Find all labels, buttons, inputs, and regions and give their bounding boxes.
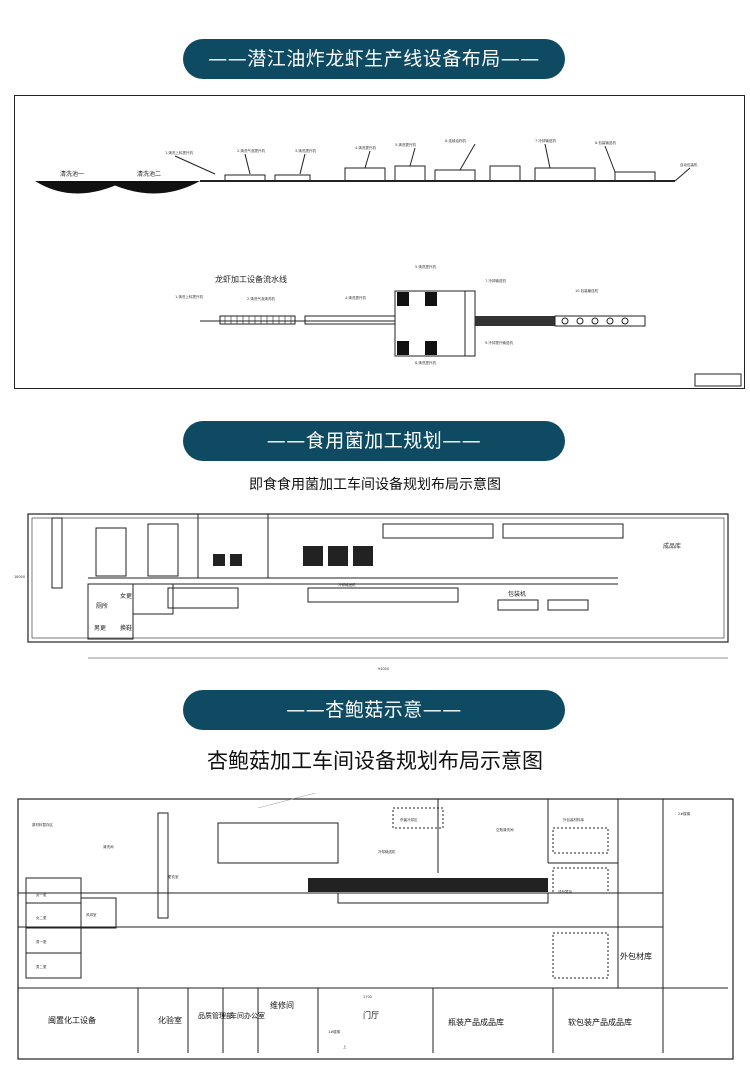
svg-text:7.冷却输送机: 7.冷却输送机	[485, 278, 506, 283]
svg-text:8.包装输送机: 8.包装输送机	[595, 140, 616, 145]
room-finished-store: 成品暂存	[558, 889, 572, 894]
svg-text:9.冷却提升输送机: 9.冷却提升输送机	[485, 340, 513, 345]
room-repair: 维修间	[270, 1000, 294, 1010]
cooling-label: 冷却输送机	[338, 582, 356, 587]
svg-text:8.清洗提升机: 8.清洗提升机	[415, 360, 436, 365]
crayfish-drawing-svg: 清洗池一 清洗池二 1.清洗上料提升机 2.清洗气泡提升机 3.清洗提升机	[35, 138, 742, 387]
room-air-dry: 空瓶清洗间	[496, 827, 514, 832]
dim-total: 1700	[363, 995, 372, 999]
dim-width: 94000	[378, 667, 389, 671]
svg-text:4.清洗提升机: 4.清洗提升机	[345, 295, 366, 300]
room-office: 车间办公室	[230, 1011, 265, 1020]
section-banner-crayfish: ——潜江油炸龙虾生产线设备布局——	[183, 39, 565, 79]
zone-cooling: 冷却输送机	[378, 849, 396, 854]
room-stair-1: 1#楼梯	[328, 1029, 341, 1034]
mushroom-drawing-svg: 厕所 女更 男更 换鞋 成品库 包装机 冷却输送机 94000 18000	[14, 513, 729, 671]
room-outer-pack: 外包材库	[620, 951, 652, 961]
svg-text:3.清洗提升机: 3.清洗提升机	[295, 148, 316, 153]
mushroom-layout-drawing: 厕所 女更 男更 换鞋 成品库 包装机 冷却输送机 94000 18000	[8, 498, 743, 680]
section-banner-king-oyster: ——杏鲍菇示意——	[183, 690, 565, 730]
zone-sterilize: 杀菌冷却区	[400, 817, 418, 822]
tank-2-label: 清洗池二	[137, 170, 161, 178]
stair-up: 上	[343, 1044, 347, 1049]
room-soft-store: 软包装产品成品库	[568, 1017, 632, 1027]
room-male-2: 男二更	[36, 964, 47, 969]
svg-text:5.清洗提升机: 5.清洗提升机	[395, 142, 416, 147]
room-shoe: 换鞋	[120, 624, 132, 632]
dim-height: 18000	[14, 575, 25, 579]
room-dressing: 更衣室	[168, 874, 179, 879]
king-oyster-layout-drawing: 女一更 女二更 男一更 男二更 风淋室 原材料暂存区 清洗间 更衣室 杀菌冷却区…	[8, 752, 743, 1083]
king-oyster-drawing-svg: 女一更 女二更 男一更 男二更 风淋室 原材料暂存区 清洗间 更衣室 杀菌冷却区…	[17, 752, 734, 1060]
svg-text:2.清洗气泡提升机: 2.清洗气泡提升机	[237, 148, 265, 153]
room-raw-store: 原材料暂存区	[32, 822, 53, 827]
svg-text:4.清洗提升机: 4.清洗提升机	[355, 145, 376, 150]
svg-text:5.清洗提升机: 5.清洗提升机	[415, 264, 436, 269]
crayfish-line-label: 龙虾加工设备流水线	[215, 274, 287, 284]
svg-text:1.清洗上料提升机: 1.清洗上料提升机	[175, 294, 203, 299]
room-men: 男更	[94, 625, 106, 632]
room-hall: 门厅	[363, 1010, 379, 1020]
room-washroom: 清洗间	[103, 844, 114, 849]
tank-2	[105, 181, 200, 194]
room-stair-2: 2#楼梯	[678, 811, 691, 816]
room-female-1: 女一更	[36, 892, 47, 897]
tank-1	[35, 181, 125, 194]
room-female-2: 女二更	[36, 915, 47, 920]
svg-text:1.清洗上料提升机: 1.清洗上料提升机	[165, 150, 193, 155]
svg-text:7.冷却输送机: 7.冷却输送机	[535, 138, 556, 143]
room-quality: 品质管理部	[198, 1011, 233, 1020]
room-women: 女更	[120, 592, 132, 600]
tank-1-label: 清洗池一	[60, 170, 84, 178]
room-bottle-store: 瓶装产品成品库	[448, 1017, 504, 1027]
svg-text:6.连续油炸机: 6.连续油炸机	[445, 138, 466, 143]
svg-text:10.包装输送机: 10.包装输送机	[575, 288, 599, 293]
king-oyster-caption: 杏鲍菇加工车间设备规划布局示意图	[207, 749, 543, 773]
room-wind-shower: 风淋室	[86, 912, 97, 917]
packing-label: 包装机	[508, 590, 526, 598]
mushroom-caption: 即食食用菌加工车间设备规划布局示意图	[249, 477, 501, 493]
svg-text:2.清洗气泡清洗机: 2.清洗气泡清洗机	[247, 296, 275, 301]
room-chemical: 闽置化工设备	[48, 1015, 96, 1025]
room-lab: 化验室	[158, 1015, 182, 1025]
crayfish-layout-drawing: 清洗池一 清洗池二 1.清洗上料提升机 2.清洗气泡提升机 3.清洗提升机	[14, 95, 745, 389]
room-product-store: 成品库	[663, 542, 681, 550]
section-banner-mushroom: ——食用菌加工规划——	[183, 421, 565, 461]
room-outer-store: 外包装材料库	[563, 817, 584, 822]
svg-text:自动包装机: 自动包装机	[680, 162, 698, 167]
room-male-1: 男一更	[36, 939, 47, 944]
room-toilet: 厕所	[96, 602, 108, 610]
